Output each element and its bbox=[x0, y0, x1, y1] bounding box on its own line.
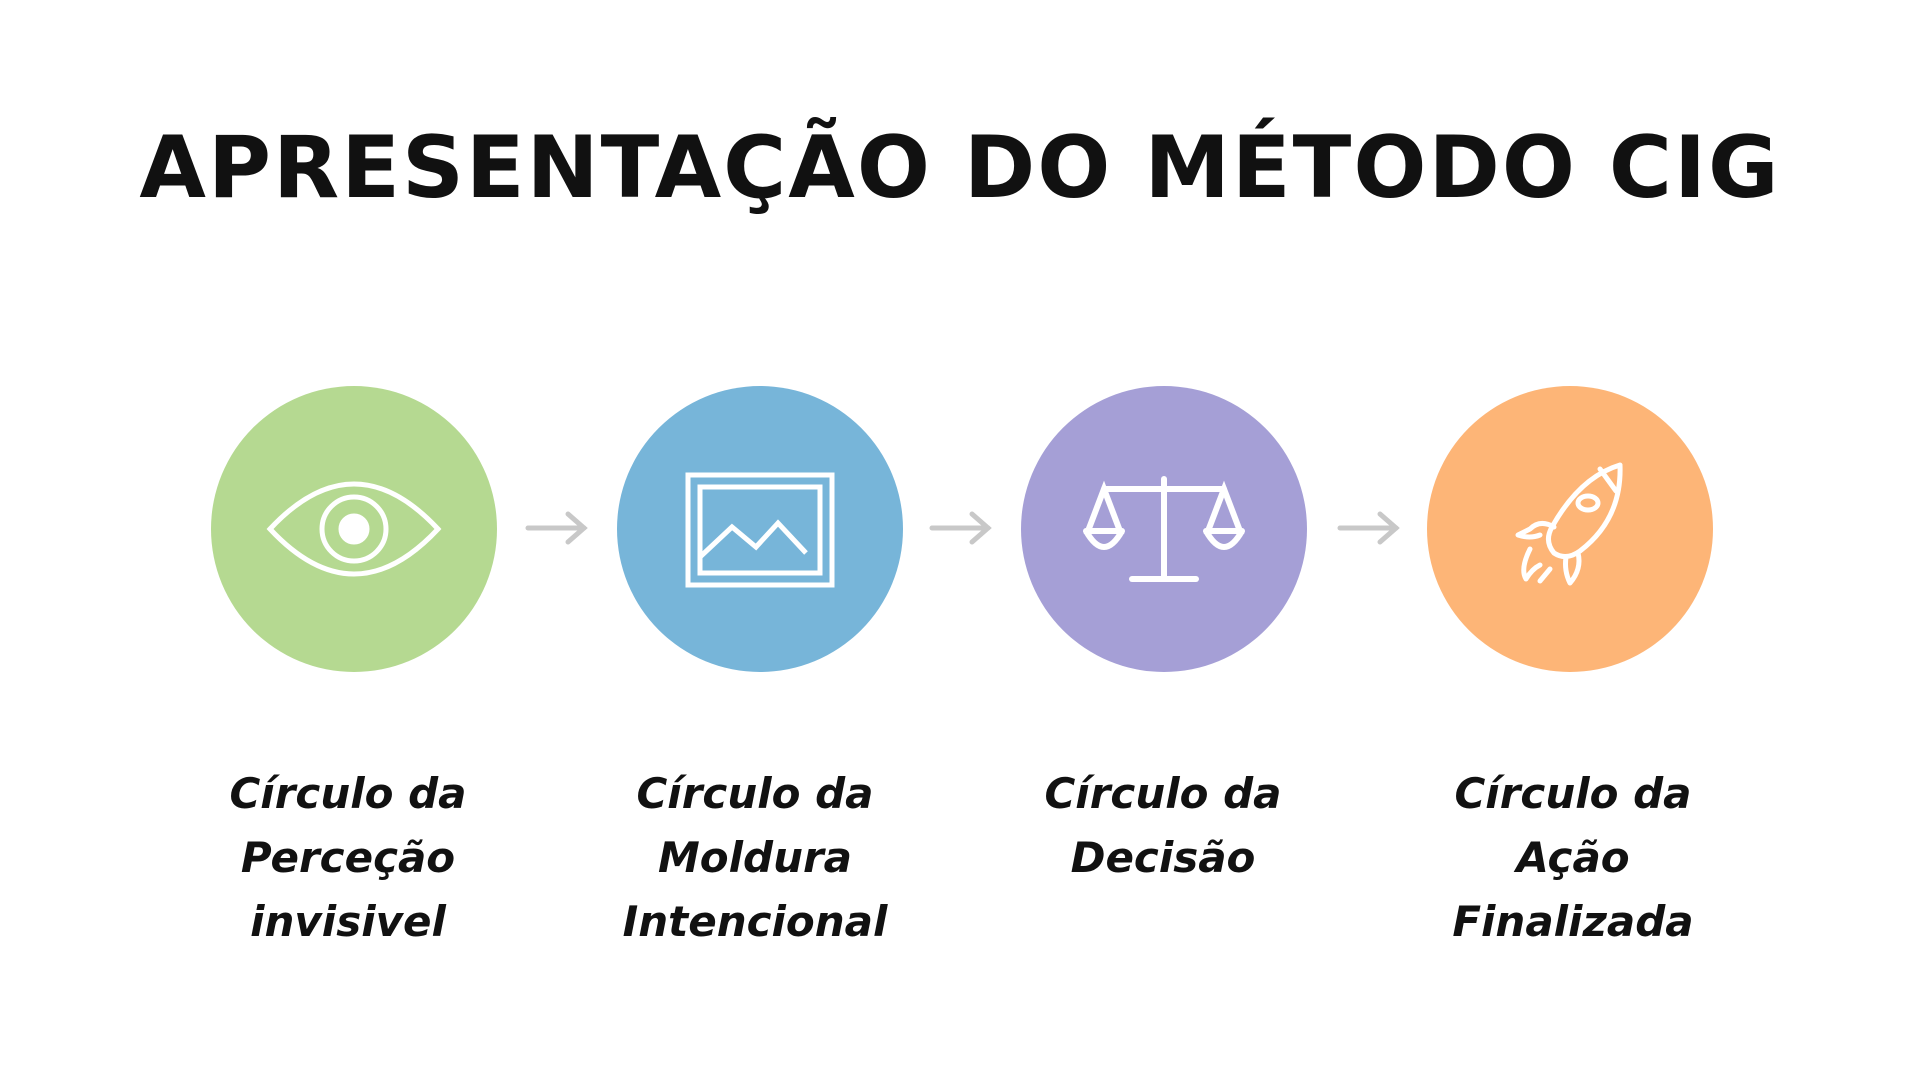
label-line: Moldura bbox=[657, 833, 853, 882]
step-label-perception: Círculo da Perceção invisivel bbox=[168, 762, 528, 954]
label-line: Intencional bbox=[622, 897, 888, 946]
step-circle-perception bbox=[211, 386, 497, 672]
label-line: Perceção bbox=[240, 833, 456, 882]
arrow-right-icon bbox=[929, 511, 992, 545]
label-line: Círculo da bbox=[636, 769, 874, 818]
step-label-action: Círculo da Ação Finalizada bbox=[1393, 762, 1753, 954]
step-label-frame: Círculo da Moldura Intencional bbox=[575, 762, 935, 954]
label-line: invisivel bbox=[250, 897, 446, 946]
eye-icon bbox=[266, 481, 442, 577]
label-line: Finalizada bbox=[1452, 897, 1694, 946]
rocket-icon bbox=[1515, 462, 1623, 586]
scales-icon bbox=[1083, 476, 1245, 582]
label-line: Círculo da bbox=[229, 769, 467, 818]
step-circle-frame bbox=[617, 386, 903, 672]
picture-frame-icon bbox=[685, 472, 835, 588]
step-circle-decision bbox=[1021, 386, 1307, 672]
label-line: Ação bbox=[1516, 833, 1630, 882]
step-label-decision: Círculo da Decisão bbox=[983, 762, 1343, 890]
label-line: Decisão bbox=[1070, 833, 1256, 882]
label-line: Círculo da bbox=[1454, 769, 1692, 818]
arrow-right-icon bbox=[1337, 511, 1400, 545]
page-title: APRESENTAÇÃO DO MÉTODO CIG bbox=[139, 118, 1781, 218]
arrow-right-icon bbox=[525, 511, 588, 545]
label-line: Círculo da bbox=[1044, 769, 1282, 818]
step-circle-action bbox=[1427, 386, 1713, 672]
